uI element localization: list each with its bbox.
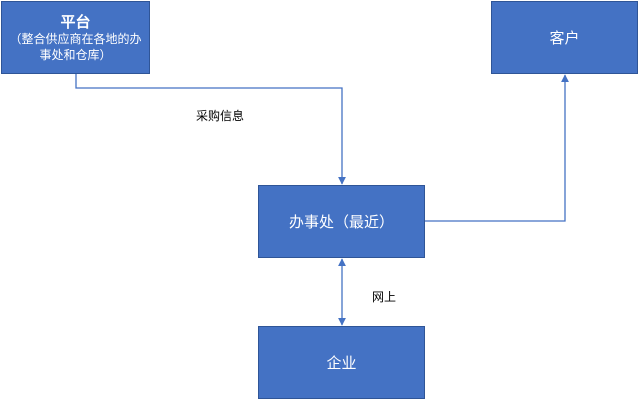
connector-office-to-customer — [425, 74, 569, 222]
node-office: 办事处（最近） — [258, 185, 425, 258]
node-company: 企业 — [258, 326, 425, 399]
node-office-label: 办事处（最近） — [288, 212, 394, 231]
edge-label-purchase-info: 采购信息 — [196, 109, 245, 123]
edge-label-online: 网上 — [372, 290, 397, 304]
node-company-label: 企业 — [326, 353, 357, 372]
node-customer: 客户 — [491, 1, 638, 74]
node-customer-label: 客户 — [549, 28, 580, 47]
node-platform-subtitle: （整合供应商在各地的办事处和仓库） — [9, 31, 142, 62]
node-platform-title: 平台 — [60, 12, 91, 31]
connector-platform-to-office — [75, 74, 346, 185]
node-platform: 平台 （整合供应商在各地的办事处和仓库） — [1, 1, 150, 74]
